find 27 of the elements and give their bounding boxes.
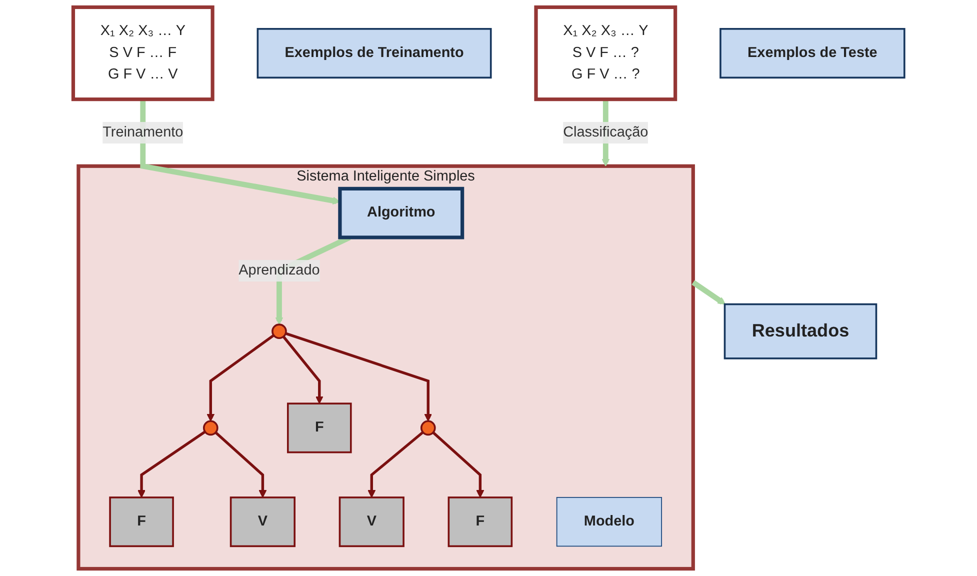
node-circle — [202, 420, 218, 436]
edge-label: Aprendizado — [238, 262, 320, 278]
arrow — [691, 280, 726, 305]
node-box: V — [338, 496, 404, 548]
node-circle — [420, 420, 436, 436]
node-box: F — [108, 496, 174, 548]
arrow — [284, 332, 432, 422]
node-box: X₁ X₂ X₃ … Y S V F … ? G F V … ? — [534, 5, 677, 102]
node-box: X₁ X₂ X₃ … Y S V F … F G F V … V — [71, 5, 214, 102]
arrow — [432, 431, 484, 498]
arrow — [206, 334, 274, 422]
node-box: Resultados — [724, 303, 877, 360]
node-box: Algoritmo — [338, 186, 464, 240]
arrow — [214, 431, 266, 498]
arrow — [367, 431, 424, 498]
node-box: V — [230, 496, 296, 548]
node-box: Exemplos de Teste — [719, 28, 905, 79]
arrow — [282, 336, 324, 404]
edge-label: Classificação — [562, 124, 648, 140]
node-box: F — [286, 402, 352, 454]
node-box: Modelo — [556, 496, 662, 547]
arrow — [140, 99, 340, 205]
node-box: F — [447, 496, 512, 548]
edge-label: Treinamento — [102, 124, 183, 140]
node-circle — [271, 324, 287, 339]
arrow — [137, 430, 206, 498]
node-box: Exemplos de Treinamento — [256, 28, 492, 79]
